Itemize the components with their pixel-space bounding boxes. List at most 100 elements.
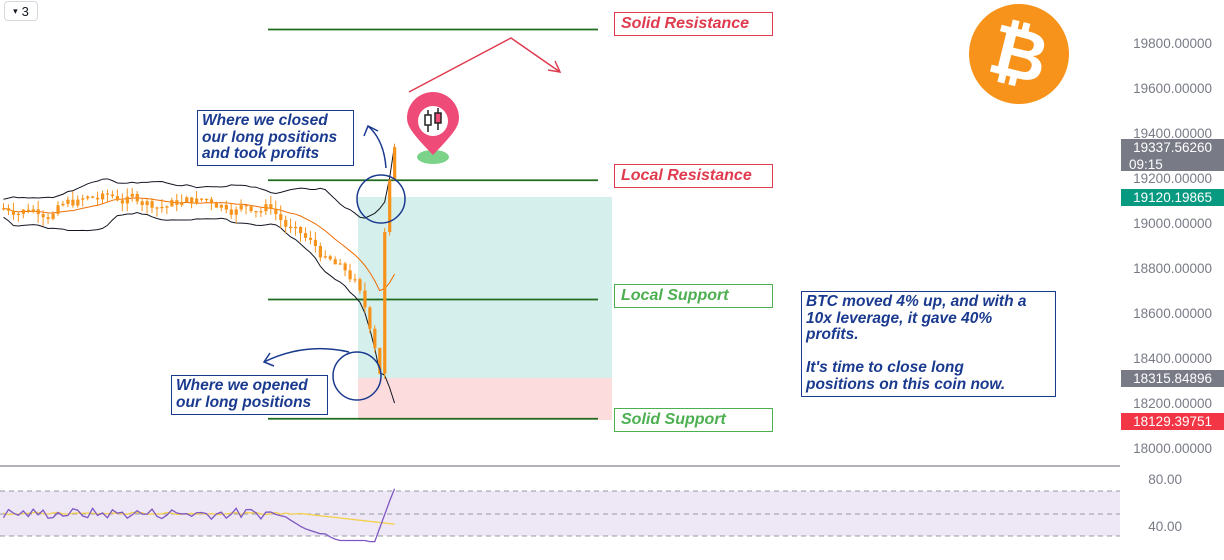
projection-arrow <box>408 37 561 93</box>
candle <box>110 190 115 199</box>
candle <box>41 210 45 226</box>
candle <box>150 197 154 213</box>
price-tick: 19200.00000 <box>1133 171 1212 186</box>
candle <box>125 188 129 212</box>
price-tick: 18400.00000 <box>1133 351 1212 366</box>
candle <box>21 209 25 219</box>
rsi-line <box>2 488 396 543</box>
candle <box>353 273 357 283</box>
candle <box>31 204 35 214</box>
price-axis[interactable]: 19800.00000 19600.00000 19400.00000 1920… <box>1120 0 1224 560</box>
local-resistance-label: Local Resistance <box>614 164 773 188</box>
candle <box>209 196 214 211</box>
chevron-down-icon: ▾ <box>13 5 18 16</box>
candle <box>96 191 100 206</box>
candle <box>11 202 16 221</box>
price-tick: 19000.00000 <box>1133 216 1212 231</box>
candle <box>140 197 144 212</box>
open-circle <box>332 351 382 401</box>
candle <box>303 227 308 242</box>
candle <box>76 195 80 208</box>
countdown-timer: 09:15 <box>1129 157 1163 172</box>
projection-arrow-head <box>547 60 562 73</box>
candle <box>145 198 149 214</box>
price-tick: 19400.00000 <box>1133 126 1212 141</box>
price-tick: 19600.00000 <box>1133 81 1212 96</box>
candle <box>239 199 243 212</box>
loss-zone <box>358 378 612 420</box>
candle <box>91 195 95 199</box>
candle <box>56 201 60 216</box>
band-lower <box>3 212 396 404</box>
candle <box>214 201 219 208</box>
open-arrow-head <box>262 352 275 367</box>
candle <box>26 203 30 214</box>
candle <box>170 197 174 207</box>
candle <box>51 211 55 221</box>
candle <box>195 190 199 205</box>
candle <box>185 195 189 203</box>
candle <box>175 193 179 212</box>
candle <box>284 215 288 233</box>
candle <box>130 188 134 202</box>
candle <box>269 196 273 215</box>
candle <box>180 194 184 207</box>
candle <box>358 277 362 294</box>
candle <box>299 226 303 242</box>
price-tick: 19800.00000 <box>1133 36 1212 51</box>
collapse-count: 3 <box>21 3 29 19</box>
candle <box>16 211 21 222</box>
solid-resistance-label: Solid Resistance <box>614 12 773 36</box>
candle <box>259 207 263 218</box>
candle <box>204 198 209 203</box>
candle <box>115 189 120 202</box>
candle <box>66 196 70 208</box>
candle <box>61 200 65 207</box>
candle <box>86 195 90 201</box>
current-price-label: 19337.56260 09:15 <box>1121 139 1224 172</box>
candle <box>46 213 50 224</box>
candle <box>200 198 204 202</box>
candle <box>289 218 293 234</box>
candle <box>274 200 278 221</box>
local-support-label: Local Support <box>614 284 773 308</box>
candle <box>101 190 105 204</box>
candle <box>190 197 194 209</box>
candle <box>105 189 110 203</box>
candle <box>313 231 318 253</box>
candle <box>323 250 327 259</box>
open-arrow <box>263 347 350 363</box>
candle <box>229 202 233 219</box>
candles <box>2 143 397 379</box>
candle <box>279 205 283 229</box>
price-tick: 18000.00000 <box>1133 441 1212 456</box>
low-price-label: 18315.84896 <box>1121 370 1224 387</box>
candle <box>308 230 313 245</box>
candle <box>264 199 268 216</box>
candle-pin-icon <box>407 92 459 164</box>
profit-zone <box>358 197 612 378</box>
candle <box>318 242 322 262</box>
candle <box>363 282 367 313</box>
candle <box>155 206 159 217</box>
candle <box>328 254 332 262</box>
indicator-collapse-button[interactable]: ▾ 3 <box>4 1 38 21</box>
rsi-tick: 80.00 <box>1148 472 1182 487</box>
candle <box>234 206 238 224</box>
solid-support-label: Solid Support <box>614 408 773 432</box>
close-arrow <box>367 125 387 169</box>
candle <box>368 305 372 334</box>
annotations-layer <box>262 37 562 401</box>
price-tick: 18800.00000 <box>1133 261 1212 276</box>
price-tick: 18600.00000 <box>1133 306 1212 321</box>
candle <box>36 200 40 223</box>
summary-note: BTC moved 4% up, and with a 10x leverage… <box>801 291 1056 397</box>
candle <box>393 143 397 181</box>
closed-positions-note: Where we closed our long positions and t… <box>197 110 354 166</box>
candle <box>254 210 258 218</box>
candle <box>383 227 387 379</box>
candle <box>2 203 6 211</box>
price-tick: 18200.00000 <box>1133 396 1212 411</box>
close-arrow-head <box>363 124 379 137</box>
price-chart[interactable] <box>0 0 1120 560</box>
